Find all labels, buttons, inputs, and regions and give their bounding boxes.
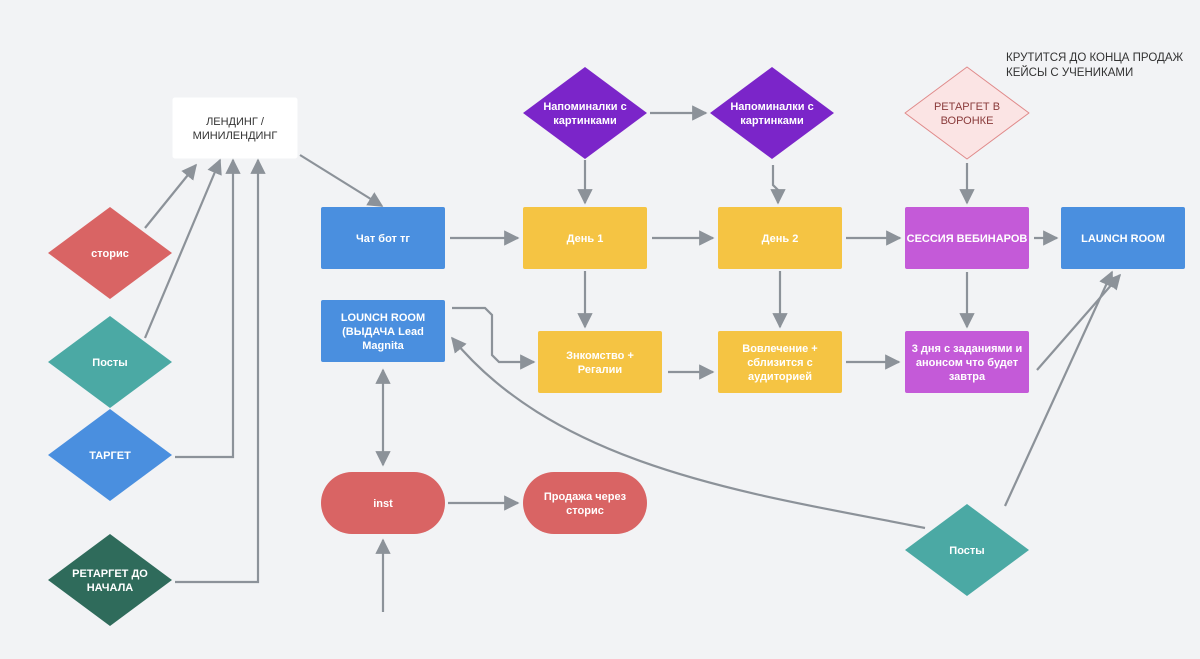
retarget-funnel-label-line: РЕТАРГЕТ В xyxy=(934,101,1000,113)
remind2-label-line: картинками xyxy=(740,115,804,127)
landing-label-line: МИНИЛЕНДИНГ xyxy=(193,130,278,142)
edge-postsright-launchlead xyxy=(451,336,926,530)
day1-shape xyxy=(523,207,647,269)
sale-stories-label-line: Продажа через xyxy=(544,491,627,503)
node-three-days: 3 дня с заданиями и анонсом что будет завт… xyxy=(905,331,1029,393)
day2-label-line: День 2 xyxy=(762,233,799,245)
node-remind2: Напоминалки с картинками xyxy=(710,67,834,159)
launch-lead-label-line: Magnita xyxy=(362,340,404,352)
node-posts-right: Посты xyxy=(905,504,1029,596)
day2-shape xyxy=(718,207,842,269)
target-label-line: ТАРГЕТ xyxy=(89,450,131,462)
posts-right-shape xyxy=(905,504,1029,596)
remind2-shape xyxy=(710,67,834,159)
node-day2: День 2 xyxy=(718,207,842,269)
chatbot-label-line: Чат бот тг xyxy=(356,233,410,245)
acquaint-label-line: Регалии xyxy=(578,364,622,376)
launch-lead-shape xyxy=(321,300,445,362)
note-line-1: КРУТИТСЯ ДО КОНЦА ПРОДАЖ xyxy=(1006,52,1184,64)
node-day1: День 1 xyxy=(523,207,647,269)
launch-lead-label-line: LOUNCH ROOM xyxy=(341,312,425,324)
node-launch-room: LAUNCH ROOM xyxy=(1061,207,1185,269)
three-days-shape xyxy=(905,331,1029,393)
engage-label-line: сблизится с xyxy=(747,357,812,369)
chatbot-shape xyxy=(321,207,445,269)
sale-stories-label-line: сторис xyxy=(566,505,604,517)
retarget-start-shape xyxy=(48,534,172,626)
node-target: ТАРГЕТ xyxy=(48,409,172,501)
retarget-funnel-shape xyxy=(904,66,1030,160)
edge-postsright-launch xyxy=(1003,270,1114,507)
engage-shape xyxy=(718,331,842,393)
launch-room-shape xyxy=(1061,207,1185,269)
launch-room-label-line: LAUNCH ROOM xyxy=(1081,233,1165,245)
edge-stories-landing xyxy=(144,163,197,229)
edge-landing-chatbot xyxy=(299,154,384,207)
three-days-label-line: завтра xyxy=(949,371,986,383)
posts-right-label-line: Посты xyxy=(949,545,984,557)
node-acquaint: Знкомство + Регалии xyxy=(538,331,662,393)
retarget-start-label-line: НАЧАЛА xyxy=(87,582,134,594)
node-stories: сторис xyxy=(48,207,172,299)
node-retarget-funnel: РЕТАРГЕТ В ВОРОНКЕ xyxy=(904,66,1030,160)
inst-label-line: inst xyxy=(373,498,393,510)
posts-left-label-line: Посты xyxy=(92,357,127,369)
edge-target-landing xyxy=(175,158,241,459)
remind1-label-line: картинками xyxy=(553,115,617,127)
stories-shape xyxy=(48,207,172,299)
edge-posts-landing xyxy=(143,158,222,339)
node-engage: Вовлечение + сблизится с аудиторией xyxy=(718,331,842,393)
nodes-layer: ЛЕНДИНГ /МИНИЛЕНДИНГсторисПостыТАРГЕТРЕТ… xyxy=(48,66,1185,626)
node-remind1: Напоминалки с картинками xyxy=(523,67,647,159)
node-inst: inst xyxy=(321,472,445,534)
three-days-label-line: 3 дня с заданиями и xyxy=(912,343,1023,355)
sale-stories-shape xyxy=(523,472,647,534)
stories-label-line: сторис xyxy=(91,248,129,260)
remind1-label-line: Напоминалки с xyxy=(543,101,626,113)
note-line-2: КЕЙСЫ С УЧЕНИКАМИ xyxy=(1006,67,1134,79)
engage-label-line: Вовлечение + xyxy=(742,343,817,355)
remind2-label-line: Напоминалки с xyxy=(730,101,813,113)
acquaint-shape xyxy=(538,331,662,393)
node-landing: ЛЕНДИНГ / МИНИЛЕНДИНГ xyxy=(172,97,298,159)
node-chatbot: Чат бот тг xyxy=(321,207,445,269)
engage-label-line: аудиторией xyxy=(748,371,812,383)
three-days-label-line: анонсом что будет xyxy=(916,357,1019,369)
webinar-shape xyxy=(905,207,1029,269)
sales-note: КРУТИТСЯ ДО КОНЦА ПРОДАЖ КЕЙСЫ С УЧЕНИКА… xyxy=(1006,51,1196,81)
remind1-shape xyxy=(523,67,647,159)
landing-label-line: ЛЕНДИНГ / xyxy=(206,116,265,128)
target-shape xyxy=(48,409,172,501)
edges-layer xyxy=(143,105,1122,612)
edge-remind2-day2 xyxy=(770,165,786,205)
inst-shape xyxy=(321,472,445,534)
node-webinar: СЕССИЯ ВЕБИНАРОВ xyxy=(905,207,1029,269)
edge-threedays-launch xyxy=(1036,273,1122,371)
edge-retarget-landing xyxy=(175,158,266,584)
retarget-start-label-line: РЕТАРГЕТ ДО xyxy=(72,568,148,580)
landing-shape xyxy=(172,97,298,159)
edge-launchlead-acquaint xyxy=(452,306,536,370)
day1-label-line: День 1 xyxy=(567,233,604,245)
node-posts-left: Посты xyxy=(48,316,172,408)
node-sale-stories: Продажа через сторис xyxy=(523,472,647,534)
launch-lead-label-line: (ВЫДАЧА Lead xyxy=(342,326,424,338)
acquaint-label-line: Знкомство + xyxy=(566,350,634,362)
posts-left-shape xyxy=(48,316,172,408)
retarget-funnel-label-line: ВОРОНКЕ xyxy=(941,115,994,127)
webinar-label-line: СЕССИЯ ВЕБИНАРОВ xyxy=(907,233,1028,245)
node-retarget-start: РЕТАРГЕТ ДО НАЧАЛА xyxy=(48,534,172,626)
